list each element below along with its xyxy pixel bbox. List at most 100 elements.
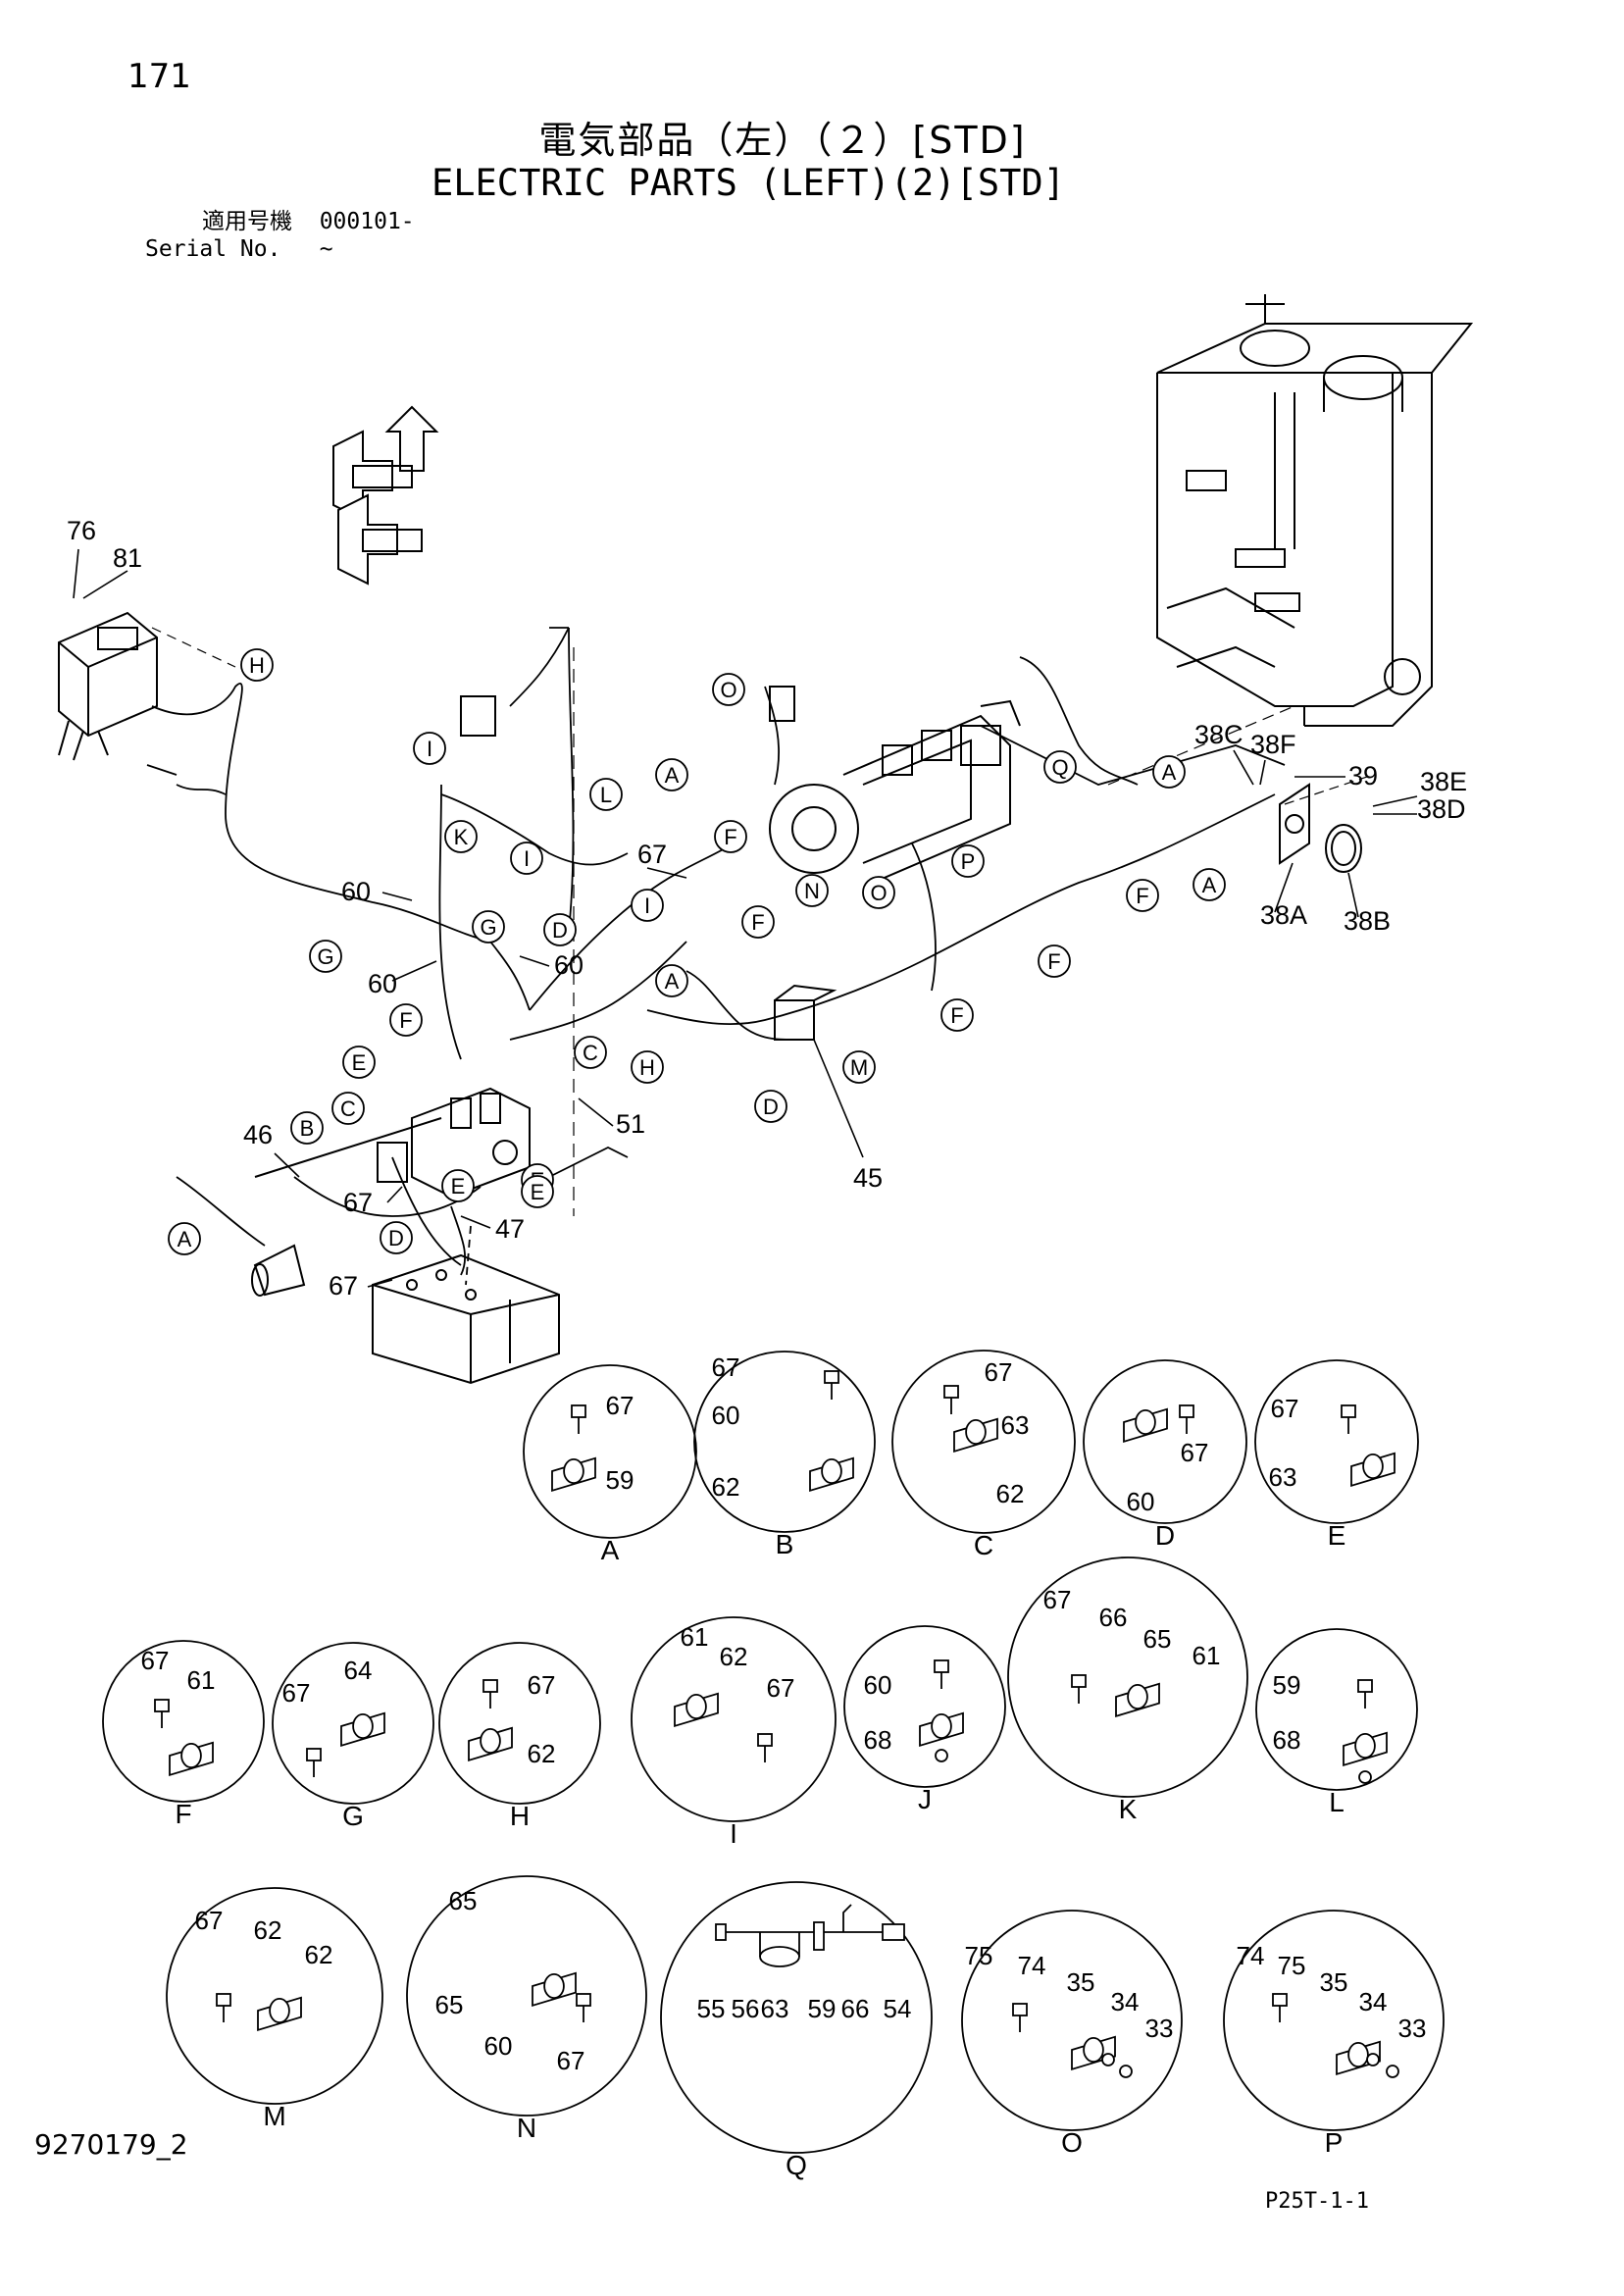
detail-q-label: 66 (841, 1994, 870, 2023)
svg-text:E: E (531, 1180, 545, 1204)
svg-text:A: A (178, 1227, 192, 1251)
ref-circle-f: F (1038, 944, 1071, 978)
ref-circle-i: I (510, 842, 543, 875)
detail-letter: L (1329, 1787, 1345, 1817)
callout-38E: 38E (1420, 767, 1467, 796)
ref-circle-e: E (441, 1169, 475, 1202)
svg-text:L: L (600, 783, 612, 807)
detail-d-label: 67 (1181, 1438, 1209, 1467)
ref-circle-e: E (521, 1175, 554, 1208)
valve-block (774, 984, 837, 1041)
detail-p-label: 34 (1359, 1987, 1388, 2016)
callout-81: 81 (113, 543, 142, 573)
svg-text:B: B (300, 1116, 315, 1141)
detail-k-label: 66 (1099, 1603, 1128, 1632)
leader-67b (386, 1186, 403, 1203)
detail-m-label: 62 (254, 1915, 282, 1945)
detail-letter: G (342, 1801, 364, 1831)
callout-38B: 38B (1344, 906, 1391, 936)
callout-67b: 67 (343, 1188, 373, 1217)
callout-60c: 60 (554, 950, 584, 980)
svg-text:P: P (961, 849, 976, 874)
callout-51: 51 (616, 1109, 645, 1139)
ref-circle-f: F (940, 998, 974, 1032)
title-english: ELECTRIC PARTS (LEFT)(2)[STD] (431, 162, 1065, 204)
detail-q-label: 56 (732, 1994, 760, 2023)
direction-arrows-icon (332, 405, 439, 586)
detail-i-label: 67 (767, 1673, 795, 1703)
detail-o-label: 34 (1111, 1987, 1140, 2016)
relay-block (254, 1087, 531, 1199)
svg-text:C: C (583, 1041, 598, 1065)
detail-letter: O (1061, 2127, 1083, 2158)
callout-67c: 67 (329, 1271, 358, 1301)
ref-circle-e: E (342, 1046, 376, 1079)
leader-76 (73, 548, 79, 599)
detail-letter: E (1328, 1520, 1346, 1551)
svg-text:F: F (1136, 884, 1148, 908)
ref-circle-h: H (631, 1050, 664, 1084)
callout-60a: 60 (341, 877, 371, 906)
ref-circle-k: K (444, 820, 478, 853)
svg-text:O: O (870, 881, 887, 905)
detail-b-label: 60 (712, 1401, 740, 1430)
detail-j-label: 68 (864, 1725, 892, 1755)
svg-text:C: C (340, 1097, 356, 1121)
leader-60b (391, 960, 437, 982)
ref-circle-d: D (754, 1090, 787, 1123)
callout-45: 45 (853, 1163, 883, 1193)
ref-circle-f: F (714, 820, 747, 853)
detail-n-label: 60 (484, 2031, 513, 2061)
detail-g-label: 64 (344, 1656, 373, 1685)
detail-letter: K (1119, 1794, 1138, 1824)
detail-letter: N (517, 2113, 536, 2143)
detail-l-label: 59 (1273, 1670, 1301, 1700)
svg-text:A: A (665, 969, 680, 994)
serial-label-jp: 適用号機 (202, 209, 292, 234)
serial-label-en: Serial No. (145, 236, 281, 262)
callout-46: 46 (243, 1120, 273, 1149)
grommet-38B (1325, 824, 1362, 873)
ref-circle-o: O (712, 673, 745, 706)
detail-e-label: 67 (1271, 1394, 1299, 1423)
battery (372, 1253, 560, 1385)
svg-text:G: G (480, 915, 496, 940)
detail-letter: D (1155, 1520, 1175, 1551)
svg-text:F: F (399, 1008, 412, 1033)
detail-c-label: 63 (1001, 1410, 1030, 1440)
ref-circle-g: G (309, 940, 342, 973)
leader-81 (82, 570, 128, 599)
svg-text:H: H (249, 653, 265, 678)
detail-letter: H (510, 1801, 530, 1831)
svg-text:E: E (451, 1174, 466, 1199)
callout-38A: 38A (1260, 900, 1307, 930)
detail-d: D 67 60 (1083, 1359, 1247, 1551)
detail-n-label: 67 (557, 2046, 585, 2075)
detail-g-label: 67 (282, 1678, 311, 1708)
leader-38A (1274, 862, 1294, 913)
detail-d-label: 60 (1127, 1487, 1155, 1516)
connector-plate-38A (1279, 783, 1310, 865)
ref-circle-i: I (631, 889, 664, 922)
svg-text:G: G (317, 944, 333, 969)
svg-text:O: O (720, 678, 736, 702)
detail-n-label: 65 (435, 1990, 464, 2019)
detail-letter: Q (786, 2150, 807, 2180)
detail-e-label: 63 (1269, 1462, 1297, 1492)
detail-c-label: 62 (996, 1479, 1025, 1508)
svg-text:F: F (950, 1003, 963, 1028)
leader-51 (578, 1097, 614, 1127)
ref-circle-f: F (389, 1003, 423, 1037)
detail-letter: F (175, 1799, 191, 1829)
ref-circle-q: Q (1043, 750, 1077, 784)
